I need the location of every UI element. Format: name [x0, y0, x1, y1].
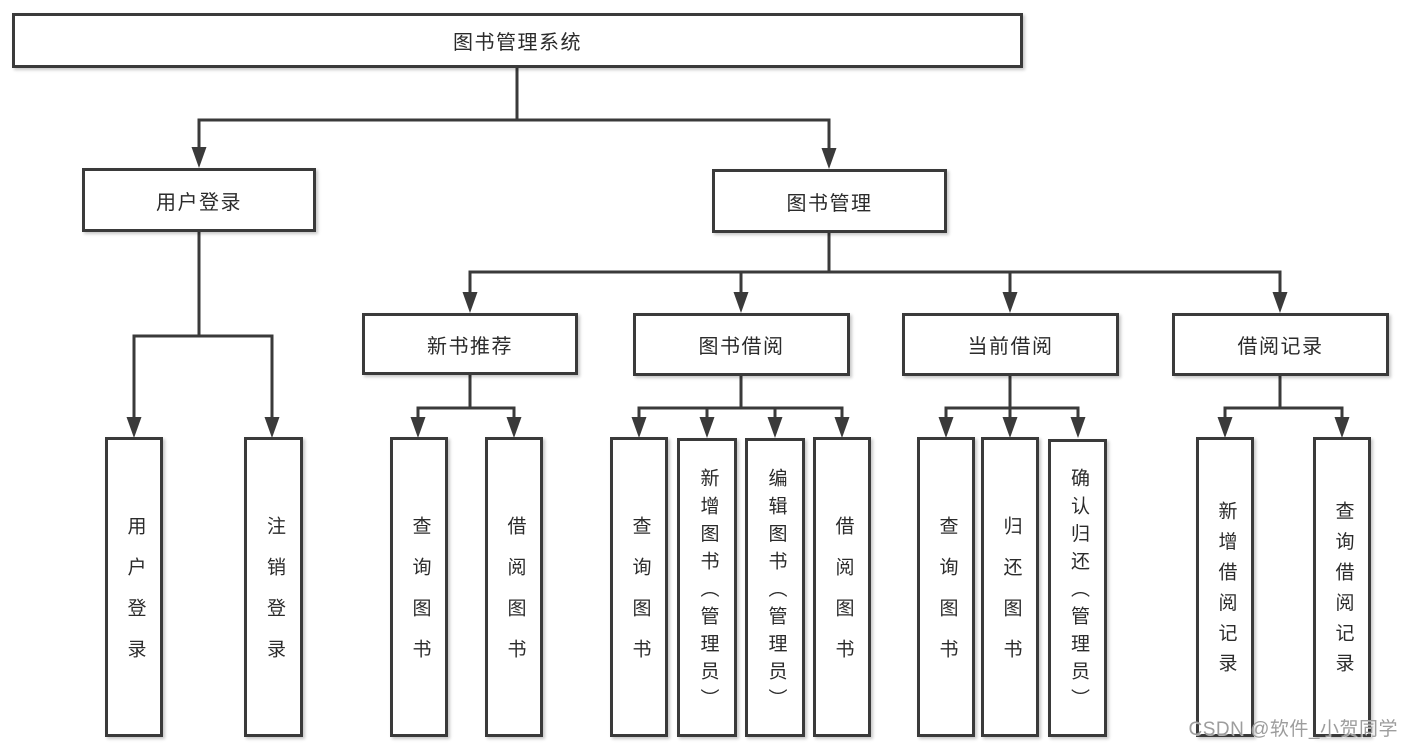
arrow-down-icon: [699, 417, 715, 438]
node-book-borrowing: 图书借阅: [633, 313, 850, 376]
node-root-library-system: 图书管理系统: [12, 13, 1023, 68]
leaf-query-books: 查询图书: [917, 437, 975, 737]
arrow-down-icon: [733, 292, 749, 313]
arrow-down-icon: [1002, 292, 1018, 313]
node-user-login: 用户登录: [82, 168, 316, 232]
node-current-borrowing: 当前借阅: [902, 313, 1119, 376]
leaf-edit-books-admin: 编辑图书（管理员）: [745, 438, 805, 737]
arrow-down-icon: [938, 417, 954, 438]
arrow-down-icon: [506, 417, 522, 438]
arrow-down-icon: [462, 292, 478, 313]
leaf-query-borrow-record: 查询借阅记录: [1313, 437, 1371, 737]
arrowhead-group: [126, 147, 1350, 438]
node-book-management: 图书管理: [712, 169, 947, 233]
leaf-confirm-return-admin: 确认归还（管理员）: [1048, 439, 1107, 737]
leaf-query-books: 查询图书: [390, 437, 448, 737]
leaf-return-books: 归还图书: [981, 437, 1039, 737]
leaf-logout: 注销登录: [244, 437, 303, 737]
arrow-down-icon: [1002, 417, 1018, 438]
leaf-borrow-books: 借阅图书: [813, 437, 871, 737]
node-new-book-recommend: 新书推荐: [362, 313, 578, 375]
arrow-down-icon: [631, 417, 647, 438]
leaf-borrow-books: 借阅图书: [485, 437, 543, 737]
arrow-down-icon: [821, 148, 837, 169]
leaf-add-borrow-record: 新增借阅记录: [1196, 437, 1254, 737]
leaf-user-login: 用户登录: [105, 437, 163, 737]
arrow-down-icon: [1217, 417, 1233, 438]
arrow-down-icon: [410, 417, 426, 438]
arrow-down-icon: [767, 417, 783, 438]
leaf-add-books-admin: 新增图书（管理员）: [677, 438, 737, 737]
arrow-down-icon: [264, 417, 280, 438]
arrow-down-icon: [191, 147, 207, 168]
arrow-down-icon: [1070, 417, 1086, 438]
arrow-down-icon: [126, 417, 142, 438]
arrow-down-icon: [1272, 292, 1288, 313]
leaf-query-books: 查询图书: [610, 437, 668, 737]
arrow-down-icon: [1334, 417, 1350, 438]
watermark: CSDN @软件_小贺同学: [1188, 719, 1398, 740]
arrow-down-icon: [834, 417, 850, 438]
node-borrowing-records: 借阅记录: [1172, 313, 1389, 376]
